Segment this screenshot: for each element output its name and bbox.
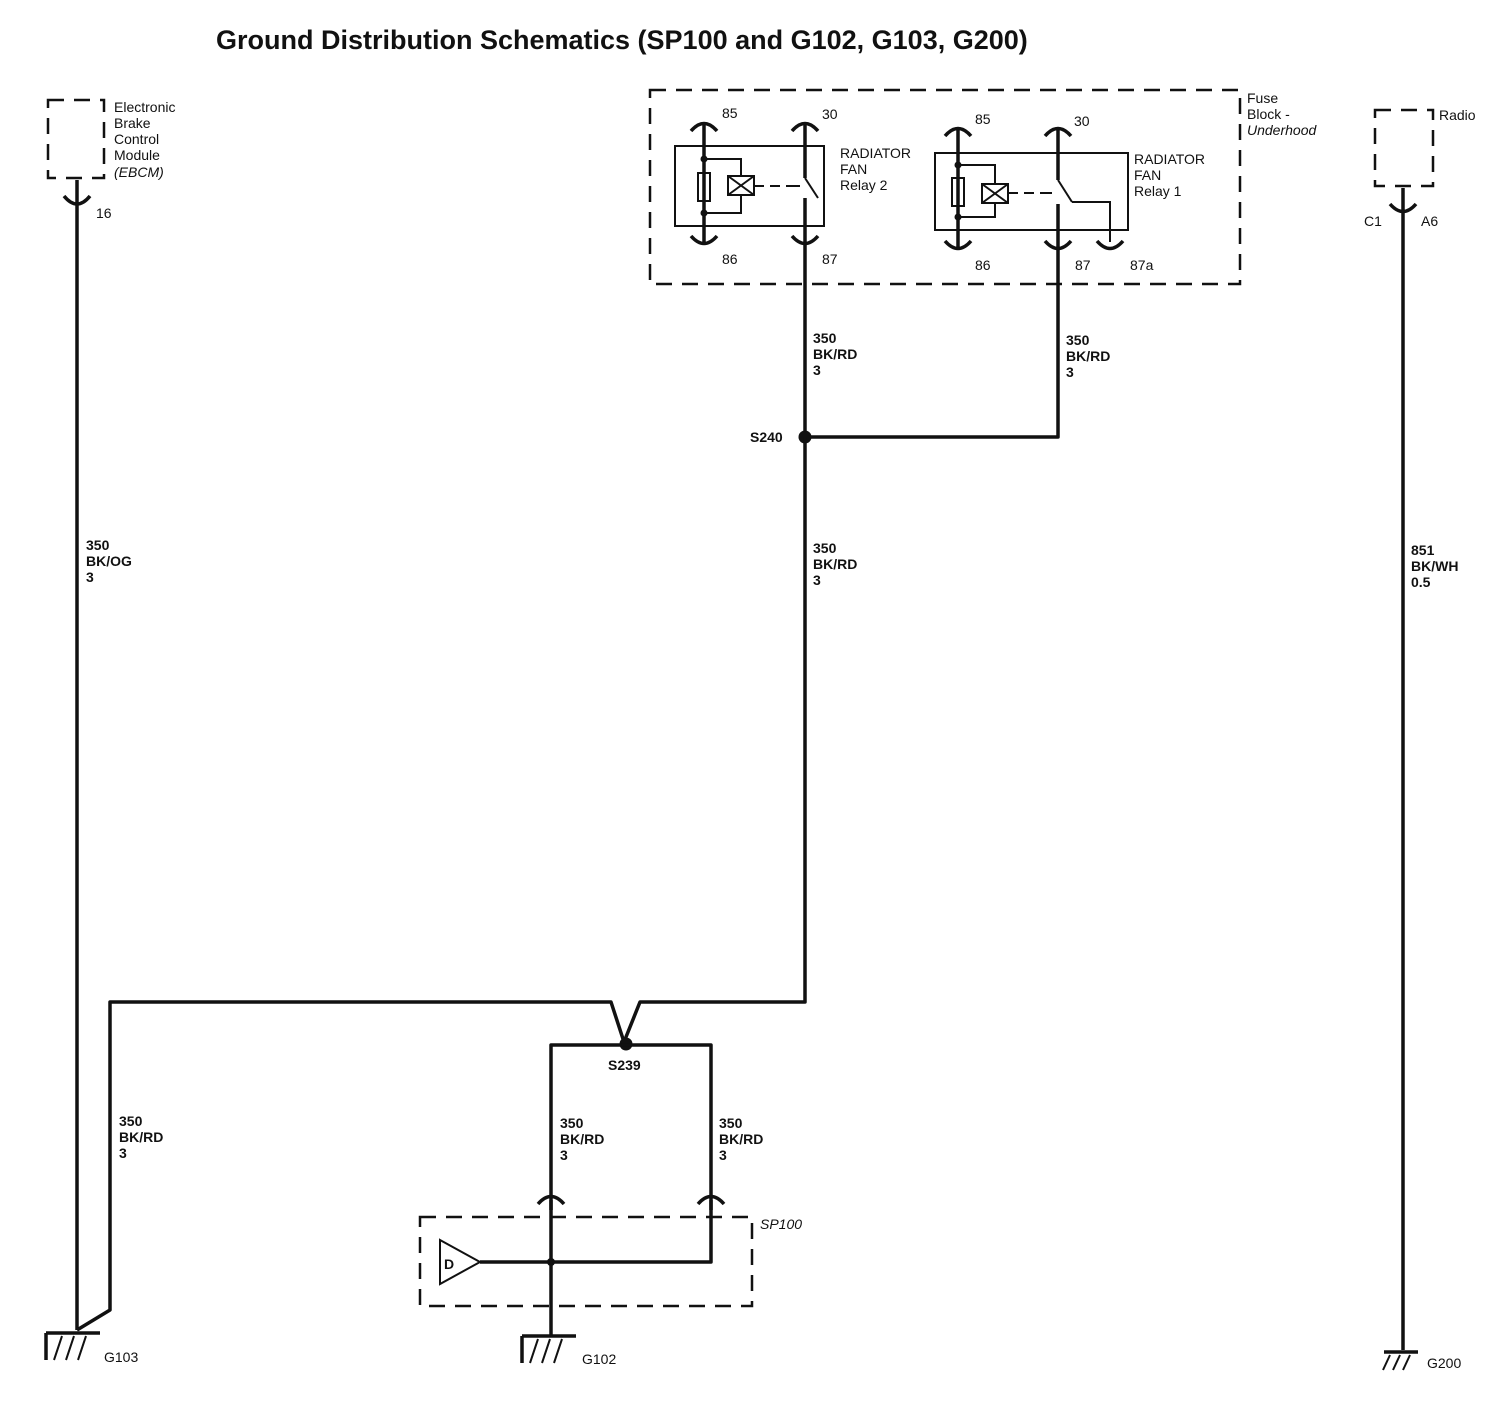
ground-g103-label: G103 xyxy=(104,1349,138,1365)
sp100-right-wire-color: BK/RD xyxy=(719,1131,763,1147)
ebcm-label-line4: Module xyxy=(114,147,160,163)
wire-s239-g103 xyxy=(76,1000,626,1332)
sp100-left-wire-color: BK/RD xyxy=(560,1131,604,1147)
wire-s239-sp100-branches xyxy=(549,1043,713,1210)
ebcm-label-line1: Electronic xyxy=(114,99,175,115)
relay2-pin86-label: 86 xyxy=(722,251,738,267)
sp100-label: SP100 xyxy=(760,1216,802,1232)
relay2-label-line2: FAN xyxy=(840,161,867,177)
radio-wire-color: BK/WH xyxy=(1411,558,1458,574)
relay1-label-line3: Relay 1 xyxy=(1134,183,1182,199)
ebcm-label-line2: Brake xyxy=(114,115,151,131)
ebcm-module: Electronic Brake Control Module (EBCM) 1… xyxy=(46,98,175,221)
splice-s240-label: S240 xyxy=(750,429,783,445)
radiator-fan-relay-1: 85 30 86 87 87a RADIATOR FAN Relay 1 xyxy=(934,111,1205,273)
ebcm-wire-gauge: 3 xyxy=(86,569,94,585)
radio-module: Radio C1 A6 xyxy=(1364,107,1476,229)
sp100-right-terminal xyxy=(696,1194,726,1206)
fuse-block-dashed-box xyxy=(648,88,1242,286)
relay1-pin30-terminal xyxy=(1043,126,1073,138)
relay2-wire-gauge: 3 xyxy=(813,362,821,378)
ebcm-abbrev: (EBCM) xyxy=(114,164,164,180)
sp100-d-symbol-label: D xyxy=(444,1256,454,1272)
sp100-right-wire-gauge: 3 xyxy=(719,1147,727,1163)
radio-wire-gauge: 0.5 xyxy=(1411,574,1431,590)
sp100-d-symbol-icon xyxy=(439,1238,483,1286)
relay2-pin30-label: 30 xyxy=(822,106,838,122)
g103-wire-color: BK/RD xyxy=(119,1129,163,1145)
wire-s240-s239 xyxy=(622,437,807,1043)
relay2-box xyxy=(674,145,825,227)
relay2-pin30-terminal xyxy=(790,121,820,133)
ground-g103-icon xyxy=(44,1331,100,1361)
relay1-label-line2: FAN xyxy=(1134,167,1161,183)
radio-wire-circuit: 851 xyxy=(1411,542,1435,558)
trunk-wire-gauge: 3 xyxy=(813,572,821,588)
g103-wire-circuit: 350 xyxy=(119,1113,143,1129)
trunk-wire-color: BK/RD xyxy=(813,556,857,572)
relay2-pin87-label: 87 xyxy=(822,251,838,267)
relay1-pin30-label: 30 xyxy=(1074,113,1090,129)
ground-g102-label: G102 xyxy=(582,1351,616,1367)
relay1-pin86-label: 86 xyxy=(975,257,991,273)
relay1-pin87-label: 87 xyxy=(1075,257,1091,273)
ebcm-pin-label: 16 xyxy=(96,205,112,221)
relay2-wire-color: BK/RD xyxy=(813,346,857,362)
sp100-left-wire-gauge: 3 xyxy=(560,1147,568,1163)
sp100-left-wire-circuit: 350 xyxy=(560,1115,584,1131)
radio-label: Radio xyxy=(1439,107,1476,123)
relay2-label-line1: RADIATOR xyxy=(840,145,911,161)
fuse-block-label-line1: Fuse xyxy=(1247,90,1278,106)
ebcm-wire-color: BK/OG xyxy=(86,553,132,569)
relay1-label-line1: RADIATOR xyxy=(1134,151,1205,167)
wire-relay1-s240 xyxy=(805,250,1060,439)
fuse-block-label-line3: Underhood xyxy=(1247,122,1317,138)
relay1-pin85-terminal xyxy=(943,126,973,138)
radiator-fan-relay-2: 85 30 86 87 RADIATOR FAN Relay 2 xyxy=(674,105,911,267)
relay1-pin87a-label: 87a xyxy=(1130,257,1154,273)
diagram-title: Ground Distribution Schematics (SP100 an… xyxy=(216,25,1028,55)
relay1-box xyxy=(934,152,1129,231)
relay2-wire-circuit: 350 xyxy=(813,330,837,346)
ground-g102-icon xyxy=(520,1334,576,1364)
ebcm-label-line3: Control xyxy=(114,131,159,147)
relay2-pin85-terminal xyxy=(689,121,719,133)
sp100-left-terminal xyxy=(536,1194,566,1206)
radio-connector-label: C1 xyxy=(1364,213,1382,229)
radio-dashed-box xyxy=(1373,108,1435,188)
fuse-block-label-line2: Block - xyxy=(1247,106,1290,122)
relay1-wire-color: BK/RD xyxy=(1066,348,1110,364)
relay1-wire-gauge: 3 xyxy=(1066,364,1074,380)
relay1-wire-circuit: 350 xyxy=(1066,332,1090,348)
ground-g200-icon xyxy=(1382,1350,1418,1371)
ebcm-wire-circuit: 350 xyxy=(86,537,110,553)
sp100-dashed-box xyxy=(418,1215,754,1308)
g103-wire-gauge: 3 xyxy=(119,1145,127,1161)
ground-g200-label: G200 xyxy=(1427,1355,1461,1371)
trunk-wire-circuit: 350 xyxy=(813,540,837,556)
ebcm-dashed-box xyxy=(46,98,106,180)
relay1-pin87a-terminal xyxy=(1095,239,1125,251)
splice-s239-label: S239 xyxy=(608,1057,641,1073)
sp100-splice-pack: D SP100 xyxy=(418,1194,802,1308)
radio-pin-label: A6 xyxy=(1421,213,1438,229)
relay2-label-line3: Relay 2 xyxy=(840,177,888,193)
relay1-pin85-label: 85 xyxy=(975,111,991,127)
relay2-pin85-label: 85 xyxy=(722,105,738,121)
sp100-right-wire-circuit: 350 xyxy=(719,1115,743,1131)
